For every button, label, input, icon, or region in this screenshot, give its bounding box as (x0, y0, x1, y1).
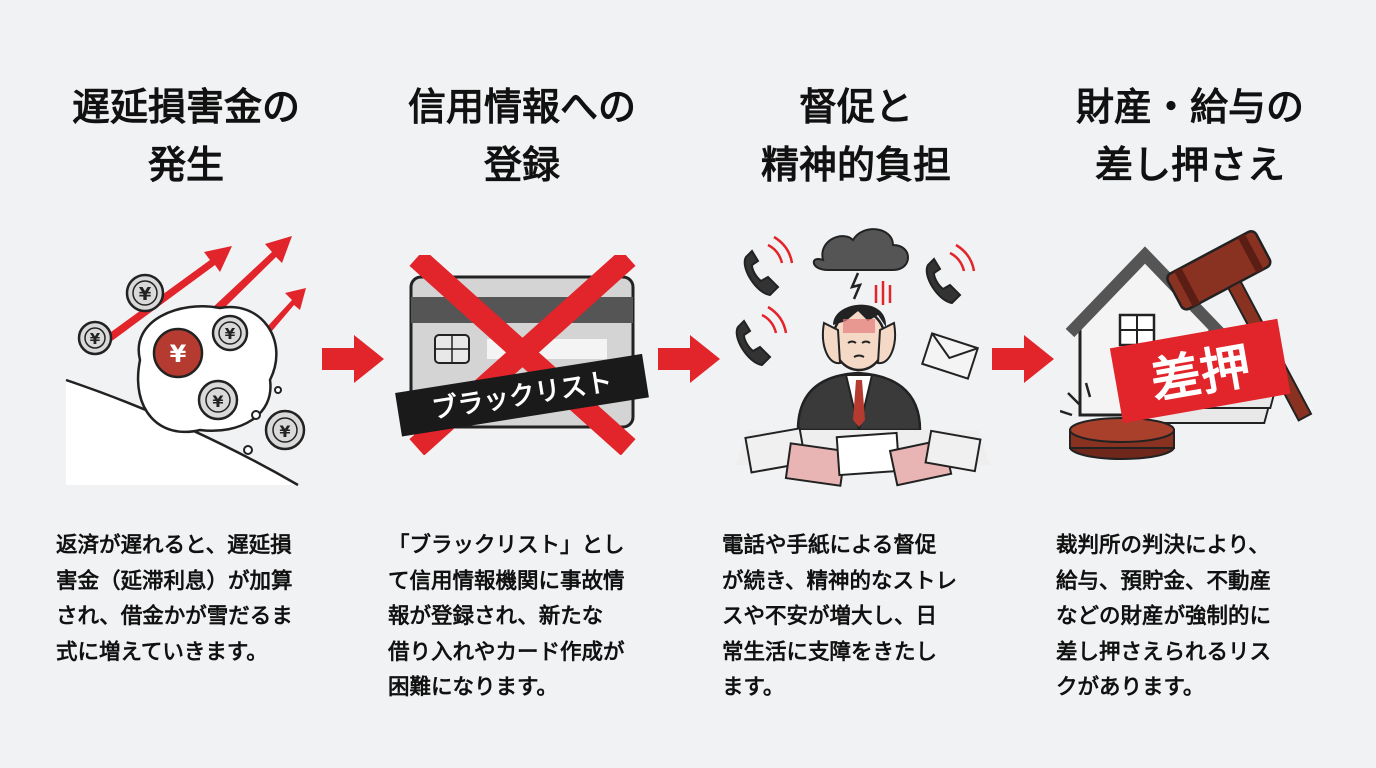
stressed-man-icon (735, 228, 990, 487)
coin-label: ¥ (279, 422, 290, 441)
step-4-description: 裁判所の判決により、 給与、預貯金、不動産 などの財産が強制的に 差し押さえられ… (1056, 533, 1272, 700)
step-1-title: 遅延損害金の 発生 (71, 85, 300, 187)
arrow-right-icon (992, 335, 1054, 383)
step-2-title: 信用情報への 登録 (407, 85, 636, 187)
step-1-description: 返済が遅れると、遅延損 害金（延滞利息）が加算 され、借金かが雪だるま 式に増え… (56, 533, 293, 665)
step-2-description: 「ブラックリスト」とし て信用情報機関に事故情 報が登録され、新たな 借り入れや… (388, 533, 625, 700)
crossed-credit-card-icon: ブラックリスト (395, 255, 649, 455)
coin-label: ¥ (225, 325, 236, 343)
arrow-right-icon (322, 335, 384, 383)
step-3-description: 電話や手紙による督促 が続き、精神的なストレ スや不安が増大し、日 常生活に支障… (722, 533, 957, 700)
gavel-house-money-icon: 差押 (1060, 230, 1313, 460)
coin-label: ¥ (212, 392, 223, 411)
snowball-coins-icon: ¥ ¥ ¥ ¥ ¥ ¥ (65, 236, 306, 487)
arrow-right-icon (658, 335, 720, 383)
coin-label: ¥ (170, 340, 187, 368)
coin-label: ¥ (90, 330, 101, 348)
step-4-title: 財産・給与の 差し押さえ (1075, 85, 1304, 187)
step-3-title: 督促と 精神的負担 (760, 85, 951, 187)
coin-label: ¥ (139, 284, 152, 305)
